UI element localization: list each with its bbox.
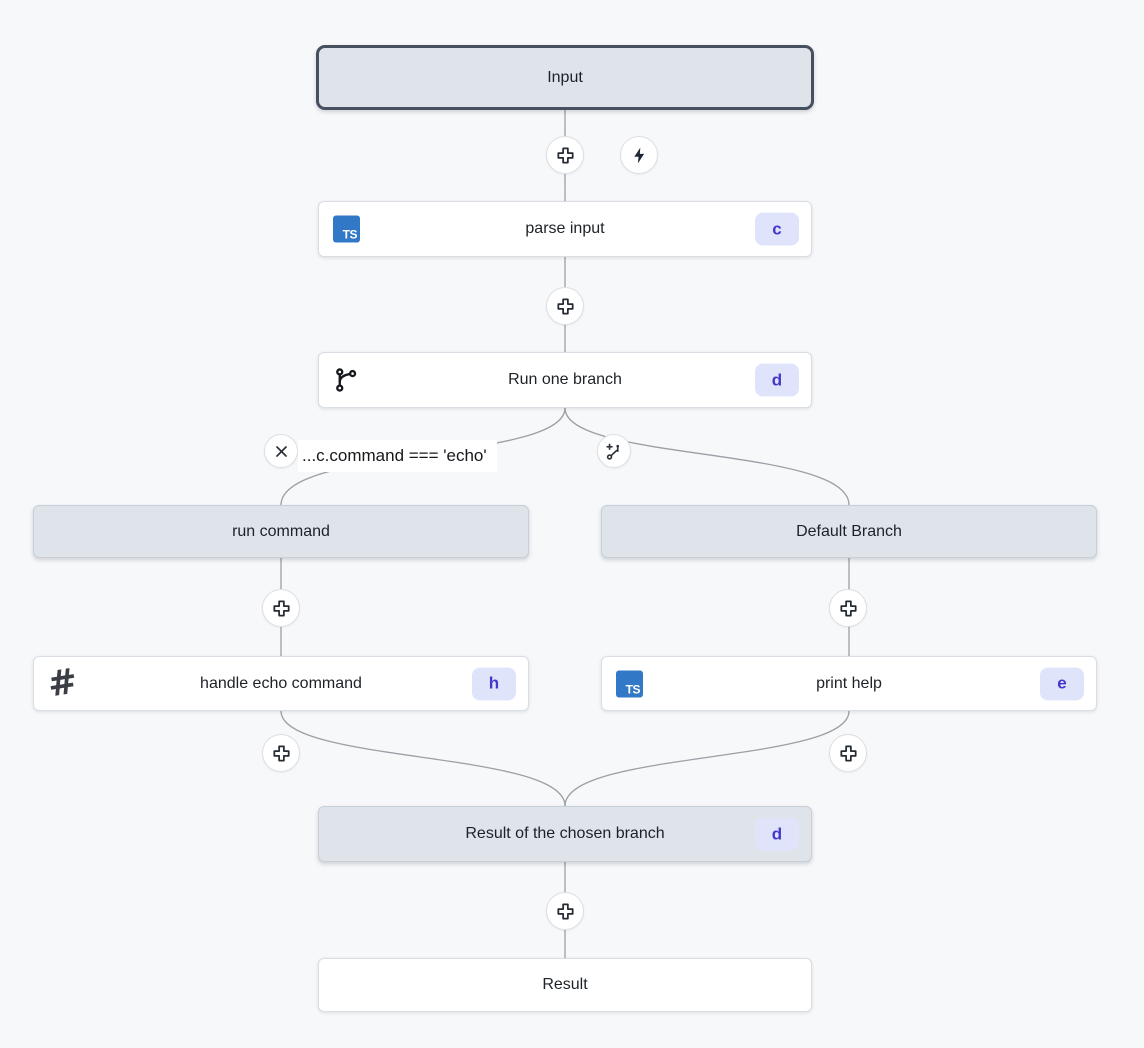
branch-header-default[interactable]: Default Branch: [601, 505, 1097, 558]
git-branch-icon: [333, 367, 360, 394]
hash-icon-glyph: #: [44, 660, 81, 706]
add-step-button[interactable]: [546, 892, 584, 930]
node-id-badge: d: [755, 363, 799, 397]
node-id-badge: h: [472, 667, 516, 700]
plus-icon: [556, 297, 574, 315]
node-branch-result-label: Result of the chosen branch: [465, 825, 665, 842]
node-print-help[interactable]: TS print help e: [601, 656, 1097, 711]
node-id-badge: d: [755, 817, 799, 851]
node-input[interactable]: Input: [316, 45, 814, 110]
lightning-icon: [633, 147, 644, 163]
typescript-icon-label: TS: [342, 227, 358, 242]
add-branch-button[interactable]: [597, 434, 631, 468]
add-step-button[interactable]: [262, 589, 300, 627]
node-result-label: Result: [542, 976, 588, 993]
branch-condition-button[interactable]: [264, 434, 298, 468]
branch-header-run-command-label: run command: [232, 522, 330, 540]
node-result[interactable]: Result: [318, 958, 812, 1012]
node-print-help-label: print help: [816, 674, 882, 692]
trigger-button[interactable]: [620, 136, 658, 174]
plus-icon: [556, 902, 574, 920]
node-run-one-branch-label: Run one branch: [508, 371, 622, 388]
typescript-icon: TS: [616, 670, 643, 697]
plus-icon: [556, 146, 574, 164]
typescript-icon: TS: [333, 215, 360, 243]
x-icon: [275, 445, 287, 457]
node-id-badge: c: [755, 212, 799, 246]
node-input-label: Input: [547, 68, 583, 86]
node-handle-echo-command-label: handle echo command: [200, 674, 362, 692]
plus-icon: [839, 599, 857, 617]
plus-icon: [272, 599, 290, 617]
plus-icon: [839, 744, 857, 762]
node-handle-echo-command[interactable]: # handle echo command h: [33, 656, 529, 711]
branch-header-run-command[interactable]: run command: [33, 505, 529, 558]
node-branch-result[interactable]: Result of the chosen branch d: [318, 806, 812, 862]
hash-icon: #: [44, 660, 81, 706]
add-step-button[interactable]: [546, 287, 584, 325]
add-branch-icon: [606, 443, 619, 460]
plus-icon: [272, 744, 290, 762]
node-run-one-branch[interactable]: Run one branch d: [318, 352, 812, 408]
add-step-button[interactable]: [262, 734, 300, 772]
add-step-button[interactable]: [829, 589, 867, 627]
add-step-button[interactable]: [546, 136, 584, 174]
branch-condition-label[interactable]: ...c.command === 'echo': [298, 440, 497, 472]
add-step-button[interactable]: [829, 734, 867, 772]
typescript-icon-label: TS: [625, 682, 641, 696]
node-id-badge: e: [1040, 667, 1084, 700]
branch-header-default-label: Default Branch: [796, 522, 902, 540]
node-parse-input[interactable]: TS parse input c: [318, 201, 812, 257]
node-parse-input-label: parse input: [525, 220, 605, 237]
